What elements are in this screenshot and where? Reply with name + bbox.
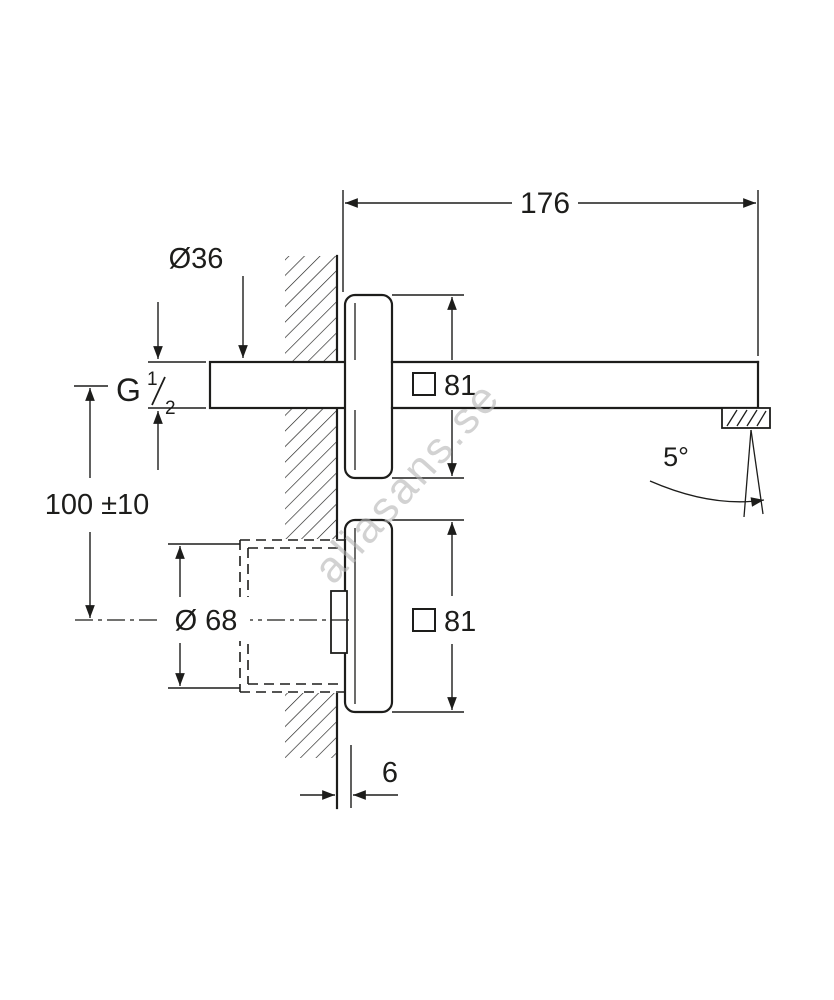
- spout-assembly: [208, 293, 771, 480]
- label-plate-size-top: 81: [444, 370, 476, 402]
- square-symbol-icon: [412, 372, 436, 396]
- concealed-valve: [239, 518, 394, 714]
- label-thread-denominator: 2: [165, 398, 176, 419]
- label-plate-size-bottom: 81: [444, 606, 476, 638]
- label-thread-numerator: 1: [147, 369, 158, 390]
- label-spout-length: 176: [520, 187, 570, 220]
- upper-escutcheon: [343, 293, 394, 480]
- dim-plate-top: 81: [392, 294, 476, 479]
- concealed-valve-body: [239, 539, 345, 693]
- dim-thread: G 1 2: [116, 302, 206, 470]
- fraction-slash: [151, 376, 166, 406]
- label-body-diameter: Ø 68: [175, 605, 238, 637]
- aerator: [721, 407, 771, 429]
- dim-spray-angle: 5°: [649, 429, 765, 518]
- valve-sleeve: [330, 590, 348, 654]
- label-spray-angle: 5°: [663, 442, 689, 472]
- supply-pipe: [208, 360, 349, 410]
- dim-height-offset: 100 ±10: [45, 385, 150, 618]
- square-symbol-icon: [412, 608, 436, 632]
- dim-hole-diameter: Ø36: [169, 243, 248, 358]
- label-height-offset: 100 ±10: [45, 489, 150, 521]
- label-hole-diameter: Ø36: [169, 243, 224, 275]
- spout-body: [390, 360, 760, 410]
- dim-body-diameter: Ø 68: [162, 543, 250, 689]
- dim-plate-bottom: 81: [392, 519, 476, 713]
- dim-plate-projection: 6: [300, 745, 398, 808]
- label-plate-projection: 6: [382, 757, 398, 789]
- dim-spout-length: 176: [342, 187, 759, 356]
- label-thread-letter: G: [116, 372, 141, 408]
